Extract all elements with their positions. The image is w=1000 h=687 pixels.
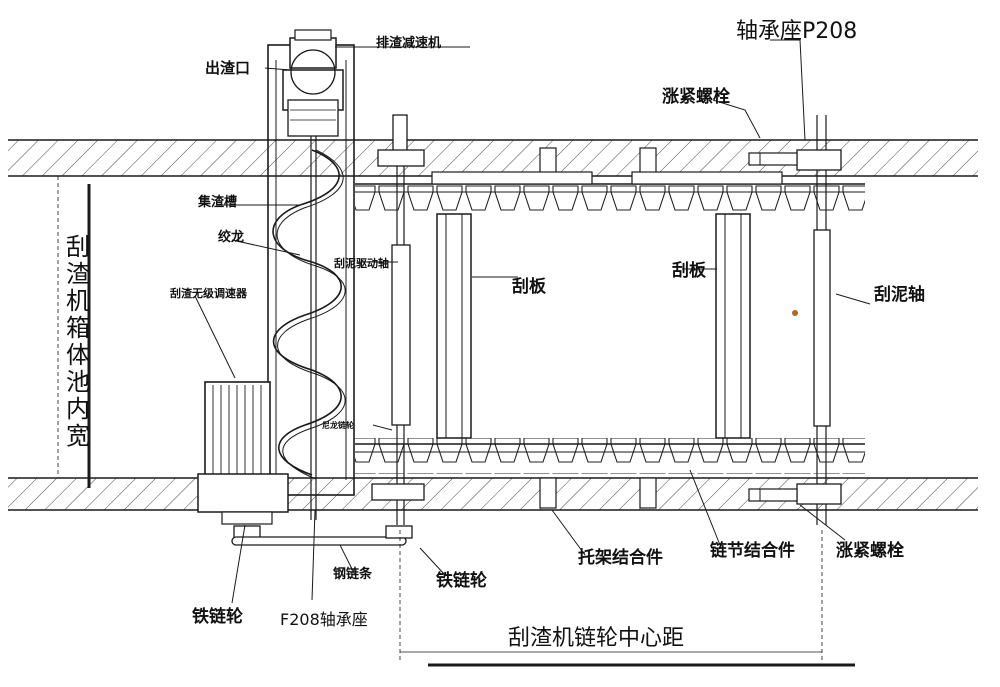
label-iron-sprocket-left: 铁链轮 [192, 606, 243, 627]
stepless-speed-reducer-box [197, 381, 289, 525]
slag-reducer-motor [282, 29, 344, 137]
drive-shaft [371, 114, 425, 525]
label-chain-link-assembly: 链节结合件 [710, 540, 795, 561]
label-scraper-drive-shaft: 刮泥驱动轴 [334, 256, 389, 270]
inner-width-dimension [57, 176, 91, 488]
label-scraper-plate-left: 刮板 [512, 276, 547, 297]
label-slag-reducer: 排渣减速机 [376, 35, 441, 51]
label-iron-sprocket-mid: 铁链轮 [436, 570, 487, 591]
scraper-plate-right-shape [715, 213, 751, 439]
leader-lines [194, 39, 871, 604]
label-auger: 绞龙 [218, 229, 244, 245]
label-scraper-plate-right: 刮板 [672, 260, 707, 281]
label-slag-outlet: 出渣口 [205, 59, 250, 77]
label-slag-trough: 集渣槽 [197, 194, 237, 210]
label-bracket-assembly: 托架结合件 [578, 547, 663, 568]
bottom-chain [355, 438, 865, 474]
label-sprocket-center-distance: 刮渣机链轮中心距 [508, 626, 684, 651]
auger-spiral-back [276, 149, 346, 480]
label-tension-bolt-top: 涨紧螺栓 [662, 86, 730, 107]
label-bearing-p208: 轴承座P208 [736, 19, 857, 44]
rust-dot [792, 310, 798, 316]
label-stepless-speed-reducer: 刮渣无级调速器 [170, 286, 248, 300]
center-distance-dimension [399, 530, 855, 667]
chain-brackets [431, 147, 783, 509]
steel-chain-drive [231, 525, 413, 546]
label-nylon-sprocket: 尼龙链轮 [322, 420, 354, 430]
scraper-plate-left-shape [436, 213, 472, 439]
label-box-inner-width: 刮渣机箱体池内宽 [66, 233, 90, 450]
label-steel-chain: 钢链条 [333, 566, 373, 582]
label-bearing-f208: F208轴承座 [280, 610, 368, 629]
bottom-tank-wall [8, 477, 978, 511]
label-tension-bolt-bottom: 涨紧螺栓 [836, 540, 904, 561]
label-scraper-shaft: 刮泥轴 [874, 284, 925, 305]
